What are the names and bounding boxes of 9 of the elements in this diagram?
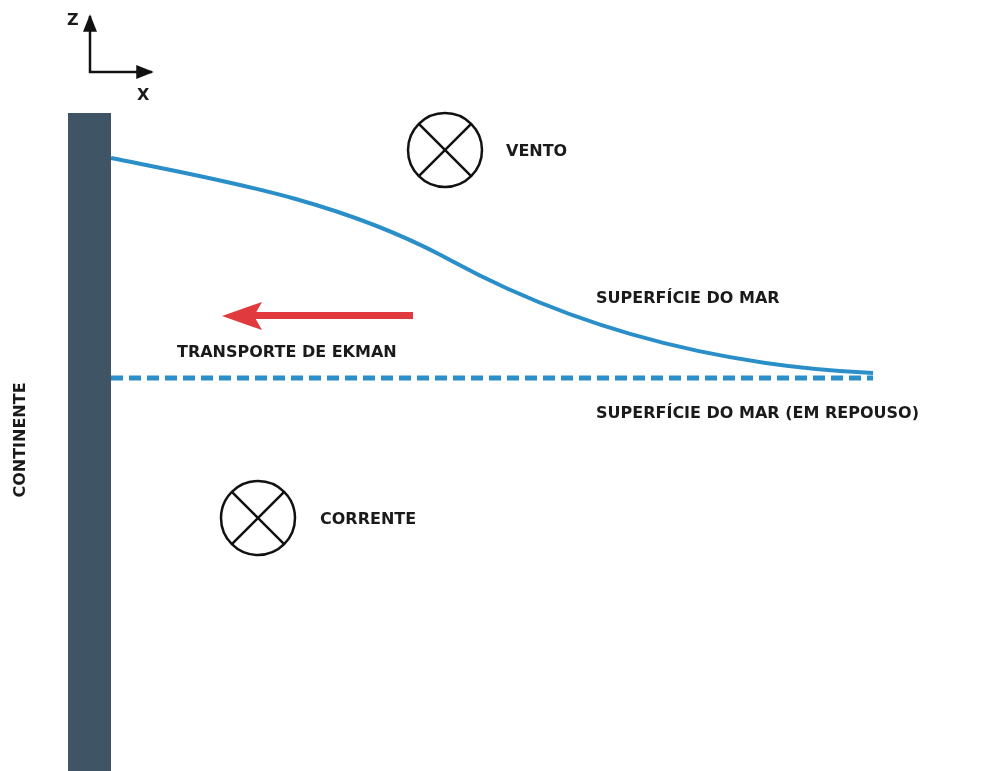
continent-wall xyxy=(68,113,111,771)
current-label: CORRENTE xyxy=(320,511,417,527)
surface-label: SUPERFÍCIE DO MAR (EM REPOUSO) xyxy=(596,405,919,421)
wind-label: VENTO xyxy=(506,143,568,159)
surface-label: SUPERFÍCIE DO MAR xyxy=(596,290,780,306)
axis-label: X xyxy=(137,87,150,103)
axis-label: Z xyxy=(67,12,79,28)
transport-label: TRANSPORTE DE EKMAN xyxy=(177,344,397,360)
continent-label: CONTINENTE xyxy=(12,382,28,498)
